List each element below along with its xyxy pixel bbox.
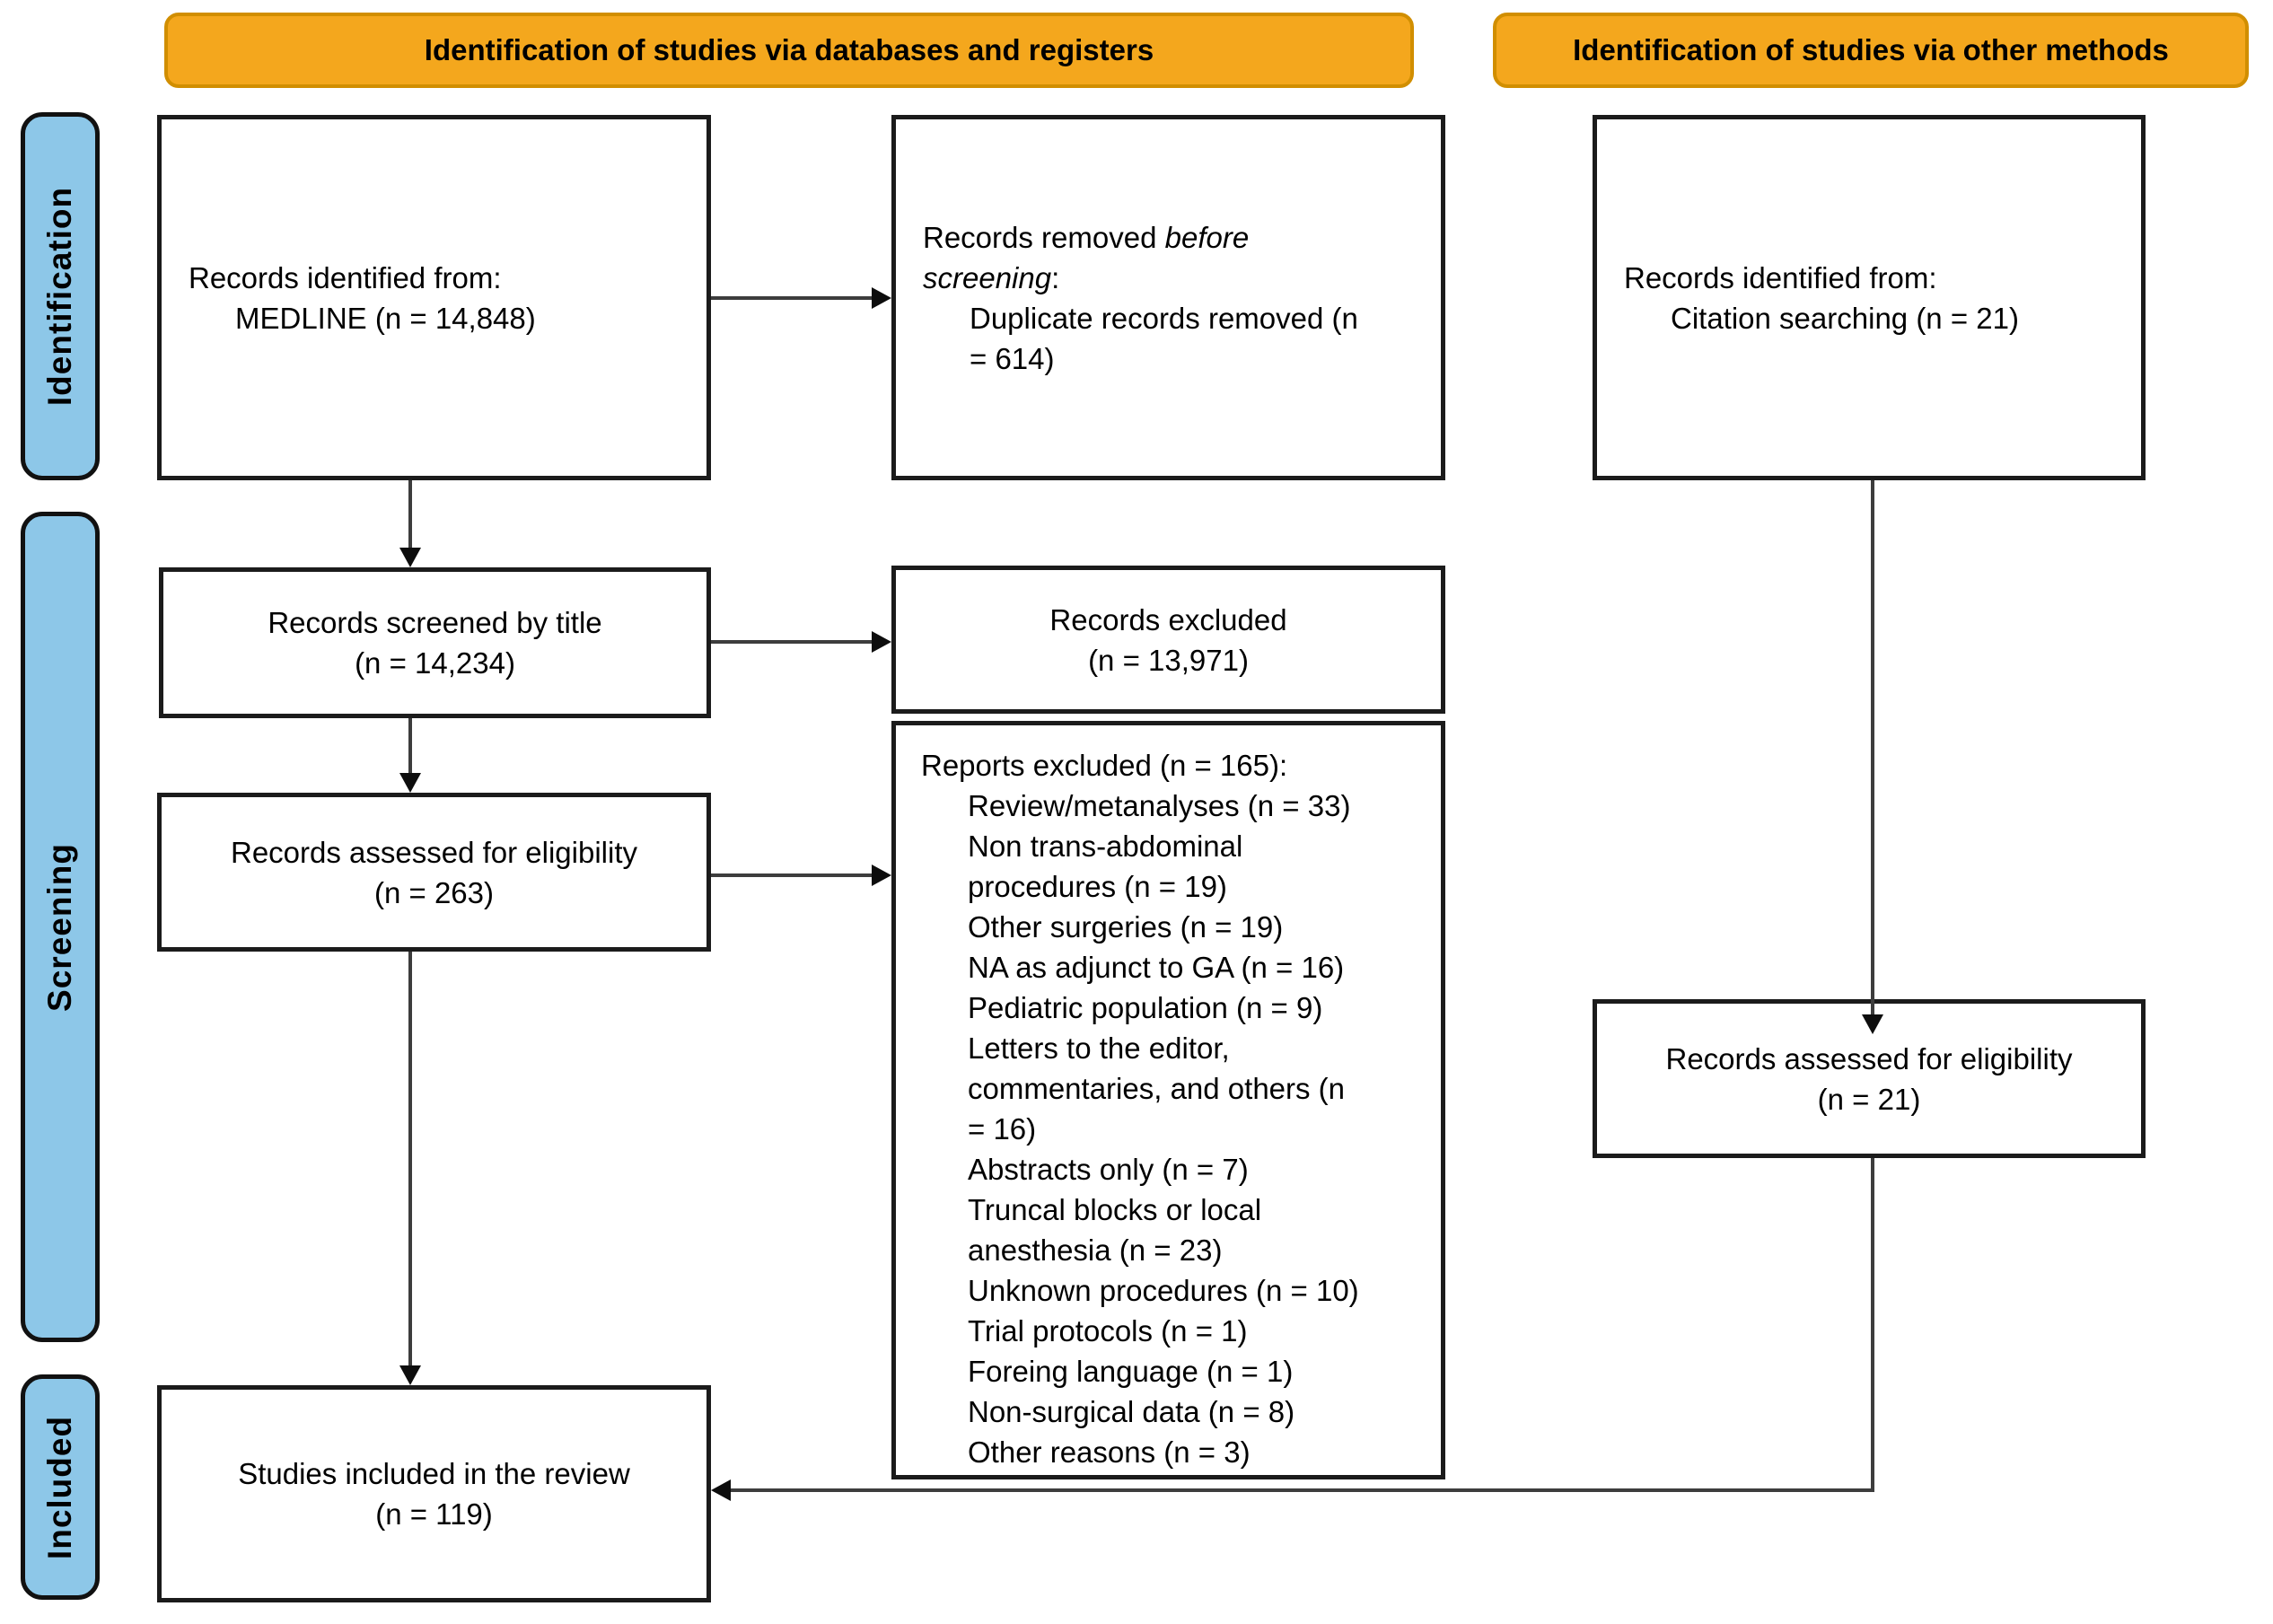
box-reports-excluded-reasons: Reports excluded (n = 165): Review/metana… xyxy=(891,721,1445,1479)
text-line: = 16) xyxy=(968,1112,1037,1146)
header-other-methods: Identification of studies via other meth… xyxy=(1493,13,2249,88)
stage-label-identification: Identification xyxy=(41,186,79,407)
text-line: Reports excluded (n = 165): xyxy=(921,749,1288,782)
text-line: NA as adjunct to GA (n = 16) xyxy=(968,951,1345,984)
stage-bar-identification: Identification xyxy=(21,112,100,480)
box-records-removed-before-screening: Records removed before screening: Duplicat… xyxy=(891,115,1445,480)
text-line: Records identified from: xyxy=(189,260,502,294)
header-databases-registers: Identification of studies via databases … xyxy=(164,13,1414,88)
text-line: (n = 14,234) xyxy=(355,646,515,680)
text-line: Studies included in the review xyxy=(238,1457,630,1490)
text-line: Trial protocols (n = 1) xyxy=(968,1314,1248,1347)
arrowhead-into-studies-included xyxy=(711,1479,731,1501)
text-line: Other surgeries (n = 19) xyxy=(968,910,1284,944)
arrowhead-assessed-to-included xyxy=(399,1365,421,1385)
text-line: (n = 263) xyxy=(374,875,494,909)
arrowhead-assessed-to-reports-excluded xyxy=(872,865,891,886)
text-line: Duplicate records removed (n xyxy=(970,301,1358,335)
text-line: Truncal blocks or local xyxy=(968,1193,1262,1226)
text-line: (n = 21) xyxy=(1817,1082,1921,1116)
box-records-excluded: Records excluded (n = 13,971) xyxy=(891,566,1445,714)
text-line: commentaries, and others (n xyxy=(968,1072,1346,1105)
connector-screened-to-assessed xyxy=(408,718,412,773)
text-line: Records removed before xyxy=(923,220,1250,254)
box-records-identified-medline: Records identified from: MEDLINE (n = 14,… xyxy=(157,115,711,480)
text-line: Records screened by title xyxy=(268,606,602,639)
text-line: Other reasons (n = 3) xyxy=(968,1435,1251,1469)
text-line: Records identified from: xyxy=(1624,260,1937,294)
text-line: Review/metanalyses (n = 33) xyxy=(968,789,1351,822)
stage-label-screening: Screening xyxy=(41,842,78,1012)
text-line: Unknown procedures (n = 10) xyxy=(968,1274,1359,1307)
box-records-screened-title: Records screened by title (n = 14,234) xyxy=(159,567,711,718)
text-line: MEDLINE (n = 14,848) xyxy=(235,301,536,335)
connector-identified-to-screened xyxy=(408,480,412,548)
text-line: procedures (n = 19) xyxy=(968,870,1227,903)
arrowhead-citation-to-assessed-other xyxy=(1862,1014,1883,1034)
box-records-identified-citation: Records identified from: Citation searchi… xyxy=(1593,115,2146,480)
arrowhead-identified-to-screened xyxy=(399,548,421,567)
text-line: = 614) xyxy=(970,341,1055,375)
arrowhead-screened-to-excluded xyxy=(872,631,891,653)
text-line: Citation searching (n = 21) xyxy=(1671,301,2019,335)
text-line: Records assessed for eligibility xyxy=(1665,1041,2073,1075)
text-line: (n = 13,971) xyxy=(1088,643,1249,677)
connector-assessed-to-included xyxy=(408,952,412,1365)
connector-assessed-other-to-included xyxy=(731,1488,1873,1492)
connector-citation-to-assessed-other xyxy=(1871,480,1874,1016)
stage-bar-included: Included xyxy=(21,1374,100,1600)
connector-assessed-other-down xyxy=(1871,1158,1874,1492)
text-line: anesthesia (n = 23) xyxy=(968,1233,1223,1267)
arrowhead-screened-to-assessed xyxy=(399,773,421,793)
text-line: Letters to the editor, xyxy=(968,1031,1230,1065)
connector-screened-to-excluded xyxy=(711,640,872,644)
box-records-assessed-eligibility: Records assessed for eligibility (n = 263… xyxy=(157,793,711,952)
text-line: Records excluded xyxy=(1049,602,1287,636)
connector-identified-to-removed xyxy=(711,296,872,300)
arrowhead-identified-to-removed xyxy=(872,287,891,309)
stage-label-included: Included xyxy=(41,1415,78,1559)
text-line: (n = 119) xyxy=(375,1497,493,1531)
connector-assessed-to-reports-excluded xyxy=(711,873,872,877)
box-studies-included-review: Studies included in the review (n = 119) xyxy=(157,1385,711,1602)
text-line: screening: xyxy=(923,260,1060,294)
text-line: Records assessed for eligibility xyxy=(230,835,638,869)
text-line: Non-surgical data (n = 8) xyxy=(968,1395,1295,1428)
stage-bar-screening: Screening xyxy=(21,512,100,1342)
text-line: Pediatric population (n = 9) xyxy=(968,991,1323,1024)
text-line: Abstracts only (n = 7) xyxy=(968,1153,1249,1186)
text-line: Foreing language (n = 1) xyxy=(968,1355,1294,1388)
text-line: Non trans-abdominal xyxy=(968,830,1243,863)
